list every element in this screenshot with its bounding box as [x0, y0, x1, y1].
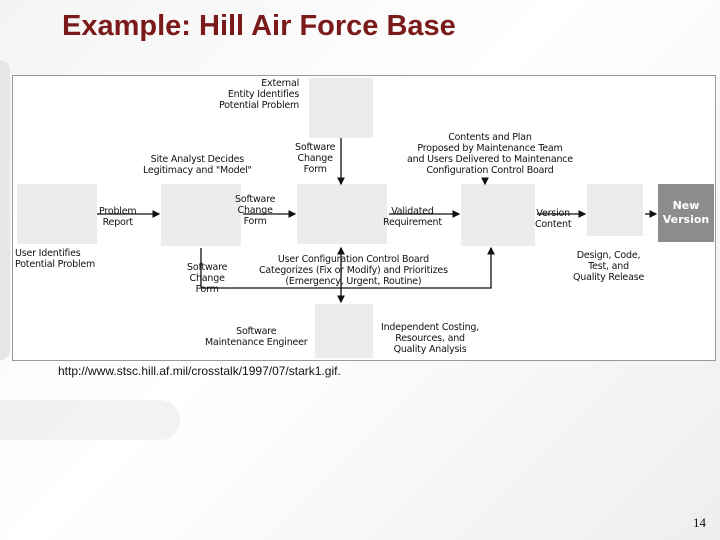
- background-band: [0, 400, 180, 440]
- slide-title: Example: Hill Air Force Base: [62, 10, 456, 42]
- site-analyst-photo: [161, 184, 241, 246]
- process-diagram: External Entity Identifies Potential Pro…: [12, 75, 716, 361]
- background-band: [0, 60, 10, 360]
- meeting-photo: [297, 184, 387, 244]
- label-version-content: Version Content: [535, 208, 572, 230]
- label-validated-requirement: Validated Requirement: [383, 206, 442, 228]
- label-user-identifies: User Identifies Potential Problem: [15, 248, 96, 270]
- label-software-change-form-top: Software Change Form: [295, 142, 336, 175]
- person-phone-photo: [309, 78, 373, 138]
- label-maintenance-engineer: Software Maintenance Engineer: [205, 326, 308, 348]
- computer-photo: [587, 184, 643, 236]
- team-photo: [461, 184, 535, 246]
- page-number: 14: [693, 515, 706, 530]
- label-software-change-form-low: Software Change Form: [187, 262, 228, 295]
- source-link: http://www.stsc.hill.af.mil/crosstalk/19…: [58, 364, 341, 378]
- label-problem-report: Problem Report: [99, 206, 137, 228]
- user-computer-photo: [17, 184, 97, 244]
- new-version-box: New Version: [658, 184, 714, 242]
- label-independent-costing: Independent Costing, Resources, and Qual…: [381, 322, 480, 355]
- label-ucc-board: User Configuration Control Board Categor…: [259, 254, 448, 287]
- engineer-photo: [315, 304, 373, 358]
- label-contents-plan: Contents and Plan Proposed by Maintenanc…: [407, 132, 573, 176]
- label-software-change-form-mid: Software Change Form: [235, 194, 276, 227]
- label-design-code: Design, Code, Test, and Quality Release: [573, 250, 645, 283]
- flow-arrows: [97, 138, 658, 304]
- label-site-analyst: Site Analyst Decides Legitimacy and "Mod…: [143, 154, 252, 176]
- label-external-entity: External Entity Identifies Potential Pro…: [219, 78, 300, 111]
